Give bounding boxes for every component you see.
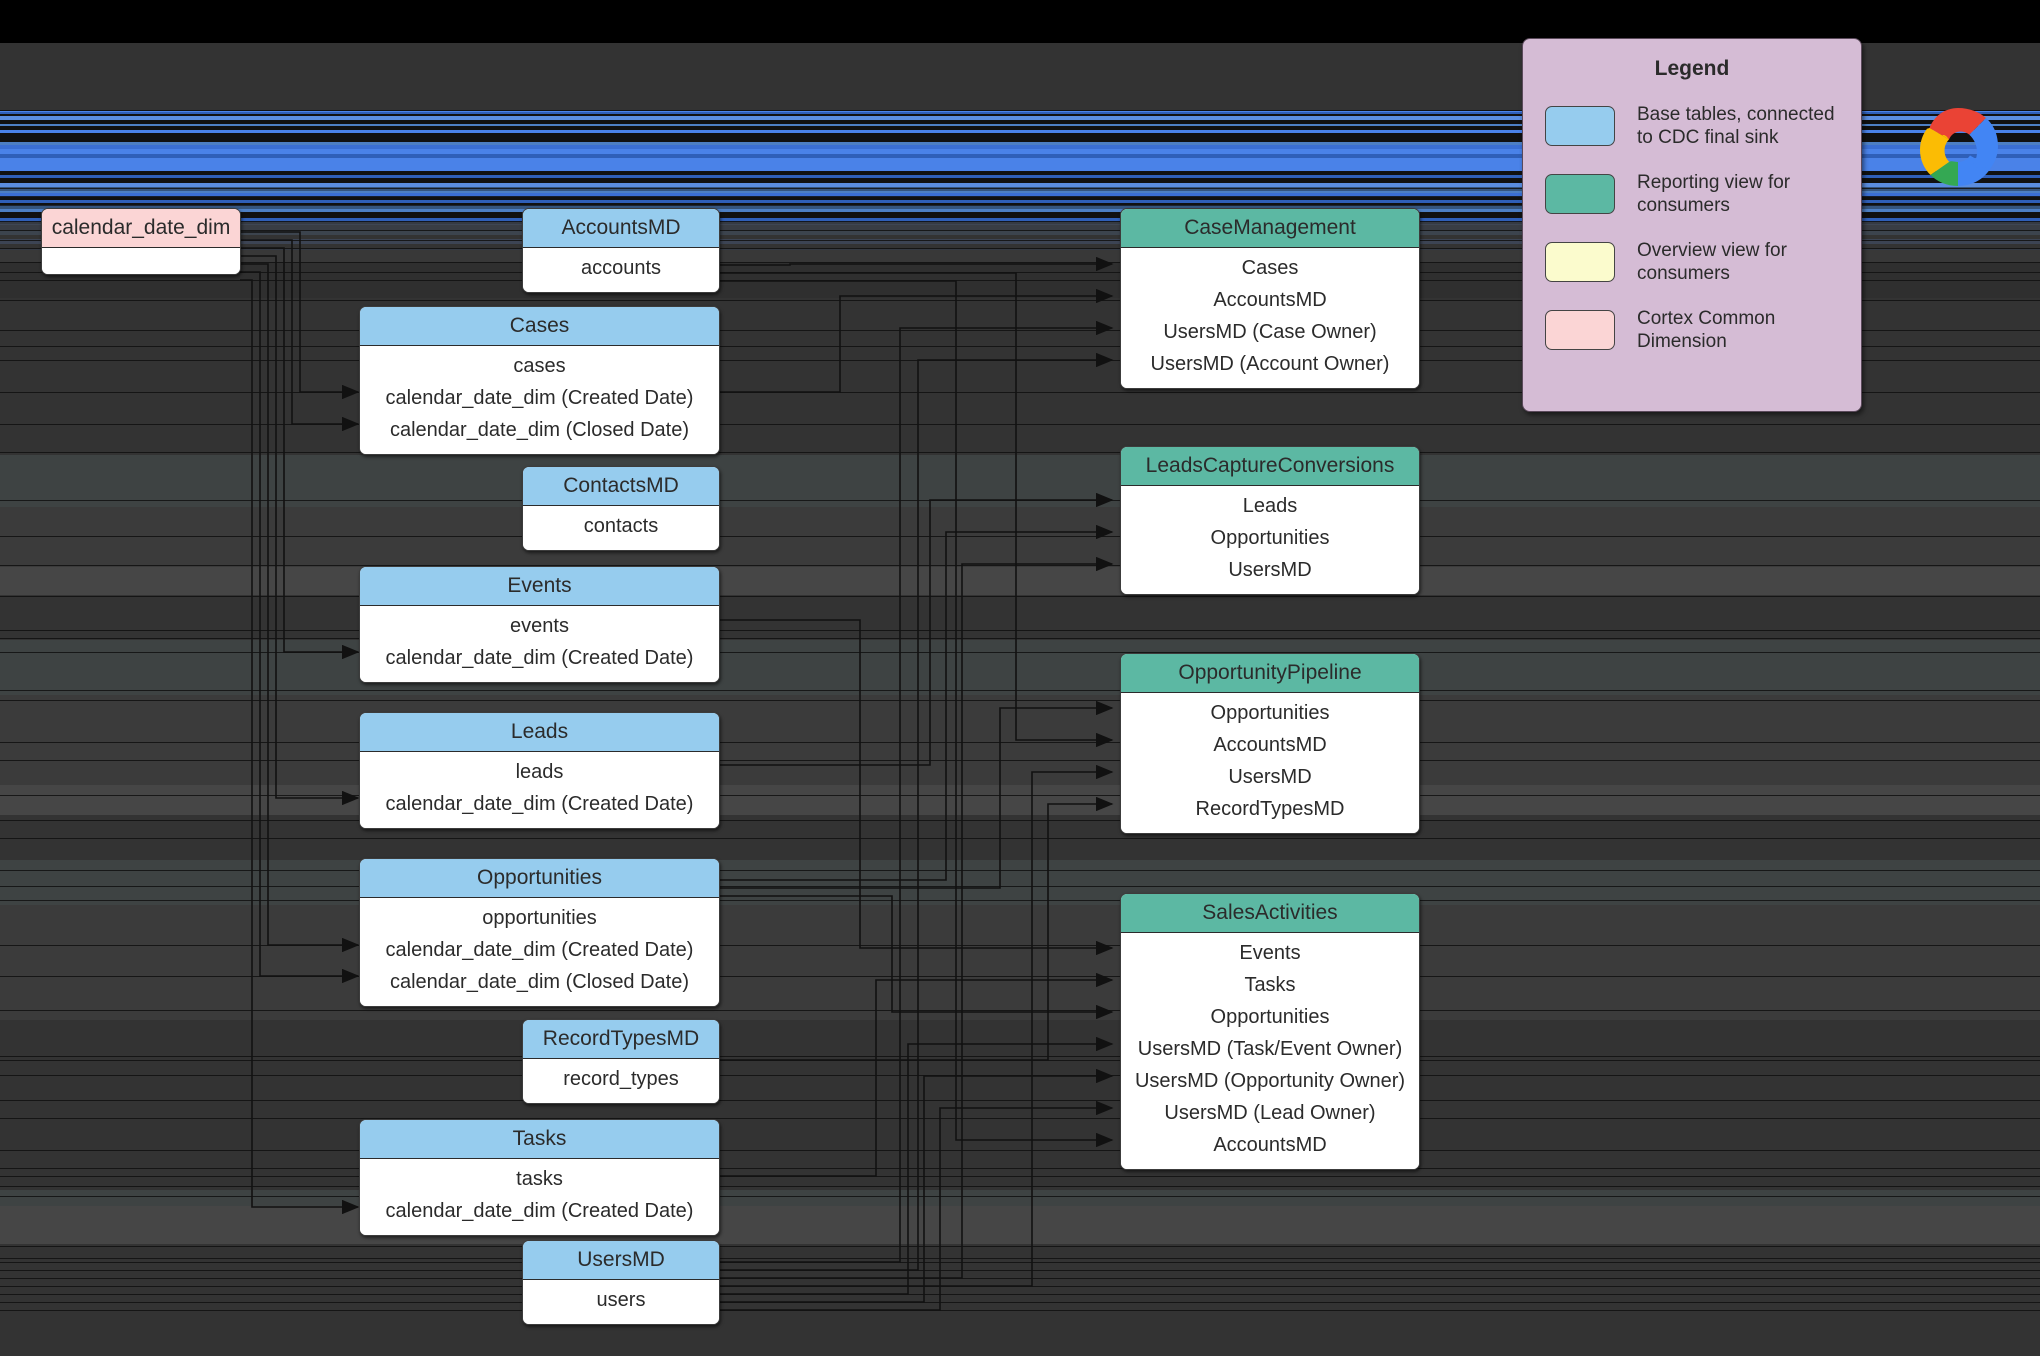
- node-row: opportunities: [370, 902, 709, 934]
- node-body: Cases AccountsMD UsersMD (Case Owner) Us…: [1121, 248, 1419, 388]
- node-row: record_types: [533, 1063, 709, 1095]
- node-title: SalesActivities: [1121, 894, 1419, 933]
- node-row: Events: [1131, 937, 1409, 969]
- node-body: events calendar_date_dim (Created Date): [360, 606, 719, 682]
- legend-item-cortex-dimension: Cortex Common Dimension: [1545, 307, 1861, 353]
- node-row: cases: [370, 350, 709, 382]
- node-row: users: [533, 1284, 709, 1316]
- node-row: Leads: [1131, 490, 1409, 522]
- node-title: AccountsMD: [523, 209, 719, 248]
- node-title: CaseManagement: [1121, 209, 1419, 248]
- node-usersmd[interactable]: UsersMD users: [522, 1240, 720, 1325]
- node-row: UsersMD (Account Owner): [1131, 348, 1409, 380]
- legend-label: Reporting view for consumers: [1637, 171, 1852, 217]
- node-row: AccountsMD: [1131, 729, 1409, 761]
- node-row: Opportunities: [1131, 697, 1409, 729]
- node-tasks[interactable]: Tasks tasks calendar_date_dim (Created D…: [359, 1119, 720, 1236]
- node-body: opportunities calendar_date_dim (Created…: [360, 898, 719, 1006]
- legend-item-overview-view: Overview view for consumers: [1545, 239, 1861, 285]
- node-salesactivities[interactable]: SalesActivities Events Tasks Opportuniti…: [1120, 893, 1420, 1170]
- legend-swatch-yellow: [1545, 242, 1615, 282]
- node-row: calendar_date_dim (Created Date): [370, 934, 709, 966]
- legend-title: Legend: [1523, 57, 1861, 81]
- node-body: users: [523, 1280, 719, 1324]
- node-body: [42, 248, 240, 274]
- node-row: UsersMD (Opportunity Owner): [1131, 1065, 1409, 1097]
- node-row: Cases: [1131, 252, 1409, 284]
- node-title: UsersMD: [523, 1241, 719, 1280]
- node-body: cases calendar_date_dim (Created Date) c…: [360, 346, 719, 454]
- node-row: UsersMD (Case Owner): [1131, 316, 1409, 348]
- node-body: Leads Opportunities UsersMD: [1121, 486, 1419, 594]
- legend-label: Base tables, connected to CDC final sink: [1637, 103, 1852, 149]
- node-row: UsersMD (Lead Owner): [1131, 1097, 1409, 1129]
- node-calendar-date-dim[interactable]: calendar_date_dim: [41, 208, 241, 275]
- node-title: ContactsMD: [523, 467, 719, 506]
- node-row: calendar_date_dim (Created Date): [370, 1195, 709, 1227]
- google-cloud-logo-icon: [1906, 104, 2010, 196]
- node-leadscaptureconversions[interactable]: LeadsCaptureConversions Leads Opportunit…: [1120, 446, 1420, 595]
- legend-swatch-pink: [1545, 310, 1615, 350]
- node-title: RecordTypesMD: [523, 1020, 719, 1059]
- node-row: tasks: [370, 1163, 709, 1195]
- node-recordtypesmd[interactable]: RecordTypesMD record_types: [522, 1019, 720, 1104]
- node-opportunities[interactable]: Opportunities opportunities calendar_dat…: [359, 858, 720, 1007]
- node-body: Opportunities AccountsMD UsersMD RecordT…: [1121, 693, 1419, 833]
- legend-label: Cortex Common Dimension: [1637, 307, 1852, 353]
- node-row: Tasks: [1131, 969, 1409, 1001]
- node-title: Leads: [360, 713, 719, 752]
- node-body: Events Tasks Opportunities UsersMD (Task…: [1121, 933, 1419, 1169]
- node-events[interactable]: Events events calendar_date_dim (Created…: [359, 566, 720, 683]
- node-row: Opportunities: [1131, 522, 1409, 554]
- node-row: contacts: [533, 510, 709, 542]
- node-row: accounts: [533, 252, 709, 284]
- node-casemanagement[interactable]: CaseManagement Cases AccountsMD UsersMD …: [1120, 208, 1420, 389]
- node-row: UsersMD (Task/Event Owner): [1131, 1033, 1409, 1065]
- node-row: RecordTypesMD: [1131, 793, 1409, 825]
- node-body: tasks calendar_date_dim (Created Date): [360, 1159, 719, 1235]
- node-opportunitypipeline[interactable]: OpportunityPipeline Opportunities Accoun…: [1120, 653, 1420, 834]
- node-row: UsersMD: [1131, 554, 1409, 586]
- node-body: record_types: [523, 1059, 719, 1103]
- node-contactsmd[interactable]: ContactsMD contacts: [522, 466, 720, 551]
- legend-item-base-tables: Base tables, connected to CDC final sink: [1545, 103, 1861, 149]
- node-body: leads calendar_date_dim (Created Date): [360, 752, 719, 828]
- node-title: OpportunityPipeline: [1121, 654, 1419, 693]
- node-row: calendar_date_dim (Created Date): [370, 788, 709, 820]
- node-title: LeadsCaptureConversions: [1121, 447, 1419, 486]
- node-row: calendar_date_dim (Closed Date): [370, 414, 709, 446]
- node-title: Events: [360, 567, 719, 606]
- node-body: contacts: [523, 506, 719, 550]
- node-leads[interactable]: Leads leads calendar_date_dim (Created D…: [359, 712, 720, 829]
- node-accountsmd[interactable]: AccountsMD accounts: [522, 208, 720, 293]
- legend-swatch-green: [1545, 174, 1615, 214]
- node-title: Cases: [360, 307, 719, 346]
- node-row: AccountsMD: [1131, 284, 1409, 316]
- legend-swatch-blue: [1545, 106, 1615, 146]
- node-title: calendar_date_dim: [42, 209, 240, 248]
- node-row: Opportunities: [1131, 1001, 1409, 1033]
- legend-panel: Legend Base tables, connected to CDC fin…: [1522, 38, 1862, 412]
- node-title: Opportunities: [360, 859, 719, 898]
- node-row: calendar_date_dim (Closed Date): [370, 966, 709, 998]
- google-cloud-logo: [1906, 104, 2010, 196]
- legend-item-reporting-view: Reporting view for consumers: [1545, 171, 1861, 217]
- node-row: UsersMD: [1131, 761, 1409, 793]
- node-body: accounts: [523, 248, 719, 292]
- node-cases[interactable]: Cases cases calendar_date_dim (Created D…: [359, 306, 720, 455]
- node-row: leads: [370, 756, 709, 788]
- node-row: AccountsMD: [1131, 1129, 1409, 1161]
- node-row: events: [370, 610, 709, 642]
- legend-label: Overview view for consumers: [1637, 239, 1852, 285]
- node-row: calendar_date_dim (Created Date): [370, 382, 709, 414]
- node-row: calendar_date_dim (Created Date): [370, 642, 709, 674]
- node-title: Tasks: [360, 1120, 719, 1159]
